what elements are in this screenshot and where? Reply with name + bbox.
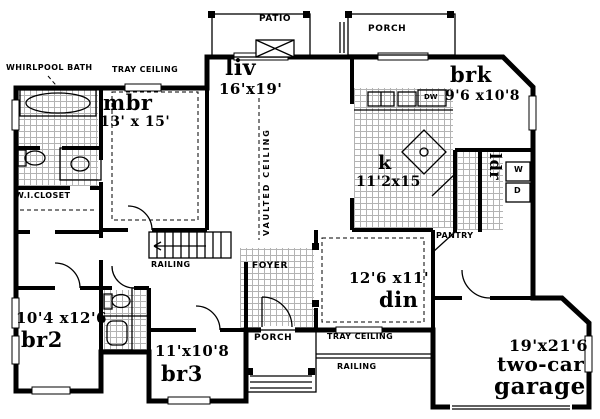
interior-walls (16, 57, 533, 407)
room-br3-dim: 11'x10'8 (155, 342, 230, 360)
label-dw: DW (424, 93, 438, 101)
label-dryer: D (514, 186, 521, 195)
label-tray-ceiling-bottom: TRAY CEILING (327, 332, 394, 341)
room-br3-name: br3 (161, 361, 203, 386)
label-wi-closet: W.I.CLOSET (15, 191, 71, 200)
room-brk-name: brk (450, 62, 492, 87)
label-pantry: PANTRY (436, 231, 474, 240)
room-liv-name: liv (225, 55, 256, 81)
label-railing-porch: RAILING (337, 362, 377, 371)
room-kitchen-dim: 11'2x15 (356, 174, 421, 190)
room-br2-dim: 10'4 x12'6 (16, 309, 107, 327)
label-railing-stairs: RAILING (151, 260, 191, 269)
label-washer: W (514, 165, 523, 174)
room-garage-name-line1: two-car (497, 352, 585, 376)
room-ldr-name: ldr (486, 153, 505, 181)
room-brk-dim: 9'6 x10'8 (445, 88, 520, 104)
label-porch-bottom: PORCH (254, 333, 293, 343)
tile-kitchen (354, 88, 453, 228)
label-patio: PATIO (259, 14, 292, 24)
tile-foyer (240, 248, 314, 328)
label-porch-top: PORCH (368, 24, 407, 34)
room-br2-name: br2 (21, 327, 63, 352)
details (17, 13, 570, 410)
dashed-ceiling-lines (20, 75, 425, 323)
room-garage-name-line2: garage (494, 373, 586, 400)
room-garage-dim: 19'x21'6 (509, 336, 588, 355)
room-kitchen-name: k (378, 152, 392, 174)
label-foyer: FOYER (252, 261, 289, 271)
label-whirlpool-bath: WHIRLPOOL BATH (6, 63, 93, 72)
room-din-name: din (379, 287, 419, 312)
label-tray-ceiling-top: TRAY CEILING (112, 65, 179, 74)
room-mbr-dim: 13' x 15' (100, 114, 171, 130)
room-mbr-name: mbr (103, 90, 153, 115)
tile-bath2 (104, 290, 147, 350)
posts (208, 11, 454, 375)
room-liv-dim: 16'x19' (219, 80, 283, 98)
room-din-dim: 12'6 x11' (349, 269, 430, 287)
label-vaulted-ceiling: VAULTED CEILING (262, 128, 271, 236)
